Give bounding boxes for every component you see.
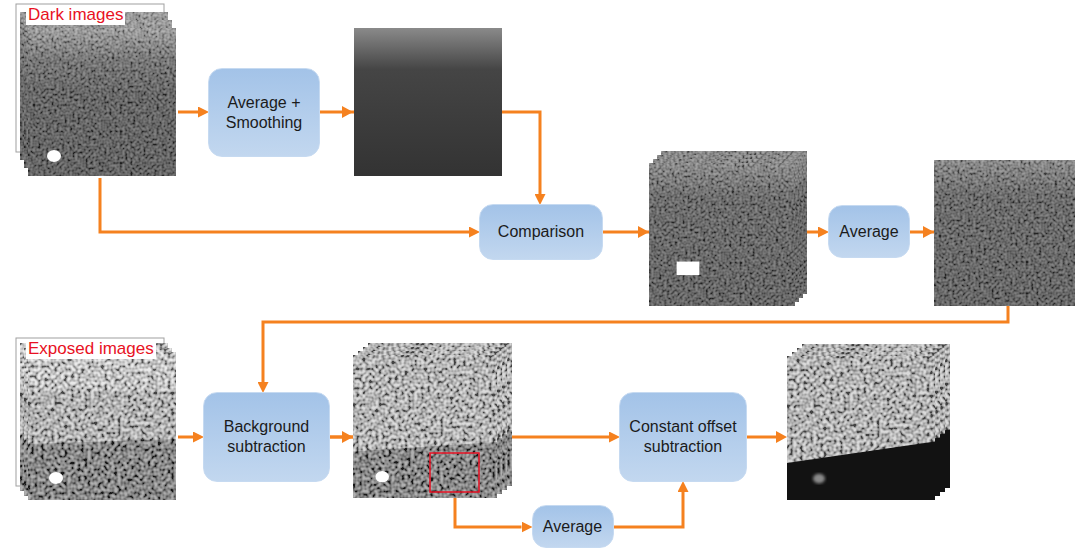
process-box: Average + Smoothing — [208, 68, 320, 157]
stack-label: Exposed images — [26, 339, 156, 359]
image-stack: Dark images — [16, 4, 178, 178]
dark-image-stack — [16, 4, 176, 176]
flow-arrow — [614, 492, 684, 527]
image-stack: Exposed images — [16, 338, 178, 502]
flow-arrow — [178, 436, 193, 439]
comparison-image-stack — [649, 151, 807, 306]
exposed-image-stack — [16, 338, 176, 500]
process-box: Average — [532, 505, 614, 548]
background-image — [934, 160, 1075, 306]
process-label: Average — [839, 222, 898, 242]
process-label: Average — [543, 517, 602, 537]
process-box: Background subtraction — [203, 392, 330, 482]
flow-arrow — [178, 111, 198, 114]
output-arrow — [745, 436, 777, 439]
offset-region — [430, 453, 479, 492]
process-box: Constant offset subtraction — [619, 392, 747, 482]
process-label: Average + Smoothing — [217, 93, 311, 133]
smoothed-image — [354, 28, 502, 176]
process-box: Comparison — [479, 204, 603, 260]
process-label: Background subtraction — [212, 417, 321, 457]
process-label: Constant offset subtraction — [628, 417, 738, 457]
process-label: Comparison — [498, 222, 584, 242]
final-image-stack — [787, 344, 950, 500]
process-box: Average — [828, 205, 910, 258]
stack-label: Dark images — [26, 5, 125, 25]
flow-arrow — [100, 178, 469, 232]
subtracted-image-stack — [353, 343, 512, 498]
